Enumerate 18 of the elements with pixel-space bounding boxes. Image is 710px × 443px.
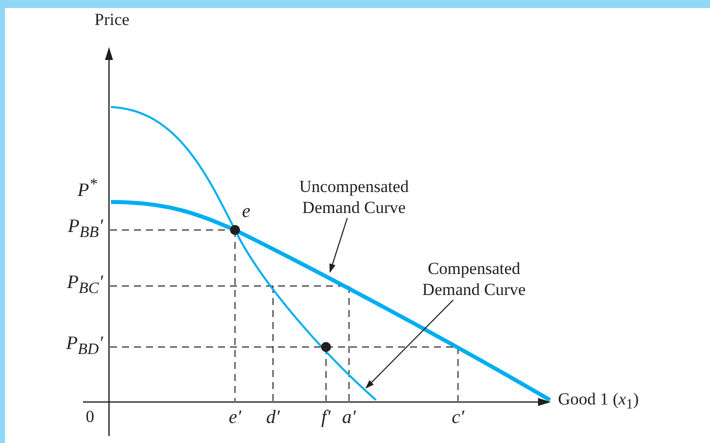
price-label: P$_{BD}$′ [66,334,103,360]
quantity-label: a′ [342,408,356,428]
quantity-label: f′ [321,408,331,428]
origin-label: 0 [86,407,94,427]
curve-label: Uncompensated Demand Curve [292,176,416,218]
quantity-label: e′ [228,408,242,428]
quantity-label: d′ [266,408,280,428]
leader-arrow [329,218,348,273]
quantity-label: c′ [452,408,464,428]
axis-title: Price [94,10,130,30]
leader-arrow [365,300,454,389]
curve-label: Compensated Demand Curve [412,258,536,300]
price-label: P$^{*}$ [77,174,97,202]
demand-curve [110,200,551,402]
price-label: P$_{BB}$′ [68,217,103,243]
axis-title: Good 1 (x$_{1}$) [558,389,639,415]
point-label: e [242,202,250,222]
price-label: P$_{BC}$′ [67,273,103,299]
